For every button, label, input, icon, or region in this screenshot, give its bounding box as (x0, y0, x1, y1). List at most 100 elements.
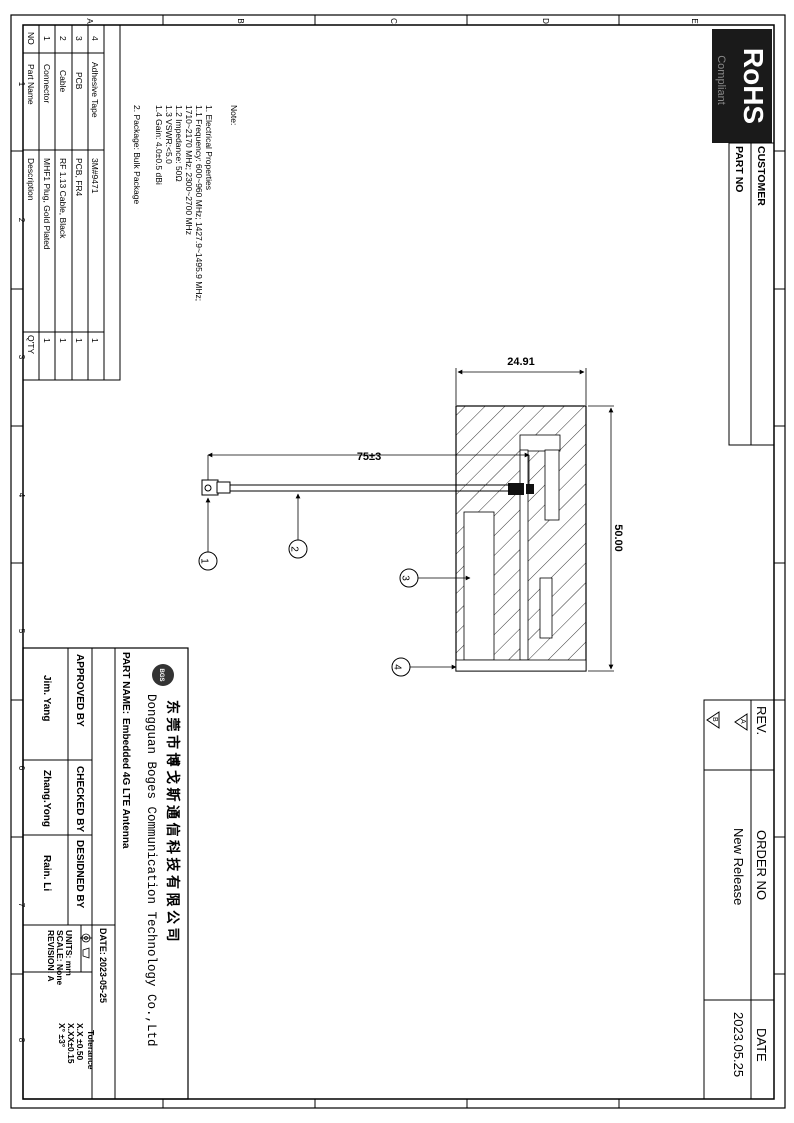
part-name-label: PART NAME: (120, 652, 131, 714)
bom-qty: 1 (42, 338, 52, 343)
tolerance-line: X° ±3° (57, 1023, 67, 1048)
rohs-logo: RoHS Compliant (712, 29, 772, 143)
bom-part: Cable (58, 70, 68, 92)
svg-text:BGS: BGS (158, 668, 164, 681)
zone-label-left: 4 (17, 493, 26, 498)
antenna-pcb (455, 405, 587, 672)
tolerance-title: Tolerance (86, 1030, 96, 1070)
bom-no: 2 (58, 36, 68, 41)
pcb-width-dimension: 24.91 (507, 356, 535, 368)
order-header: ORDER NO (754, 830, 769, 900)
zone-label-left: 8 (17, 1038, 26, 1043)
rev-triangle-b: B (706, 711, 720, 729)
note-line: 1.3 VSWR:<5.0 (164, 105, 174, 164)
zone-label-left: 5 (17, 629, 26, 634)
company-name-en: Dongguan Boges Communication Technology … (144, 694, 158, 1047)
zone-label-left: 2 (17, 218, 26, 223)
bom-header-no: NO (26, 32, 36, 45)
bom-no: 3 (74, 36, 84, 41)
rev-date-value: 2023.05.25 (731, 1012, 746, 1077)
bom-no: 1 (42, 36, 52, 41)
drawing-frame (10, 14, 786, 1109)
balloon-1: 1 (198, 551, 218, 571)
zone-label-top: A (85, 18, 94, 24)
bom-qty: 1 (74, 338, 84, 343)
bom-desc: 3M#9471 (90, 158, 100, 194)
note-line: 2. Package: Bulk Package (132, 105, 142, 205)
bom-table (22, 24, 121, 381)
rohs-title: RoHS (738, 48, 769, 124)
bom-header-qty: Q'TY (26, 335, 36, 354)
zone-label-top: B (236, 18, 245, 23)
mhf-connector (201, 455, 231, 496)
bom-qty: 1 (58, 338, 68, 343)
svg-text:4: 4 (391, 664, 402, 670)
revision-table (703, 699, 775, 1100)
svg-text:A: A (739, 719, 746, 724)
zone-labels: A B C D E 1 2 3 4 5 6 7 8 (17, 18, 699, 1043)
bom-header-part: Part Name (26, 64, 36, 105)
bom-part: Adhesive Tape (90, 62, 100, 118)
zone-label-left: 1 (17, 82, 26, 87)
customer-label: CUSTOMER (755, 146, 767, 206)
zone-label-left: 3 (17, 355, 26, 360)
note-line: 1.4 Gain: 4.0±0.5 dBi (154, 105, 164, 185)
zone-label-top: E (690, 18, 699, 23)
balloon-2: 2 (288, 539, 308, 559)
note-line: 1.2 Impedance: 50Ω (174, 105, 184, 182)
title-block (22, 647, 189, 1100)
bom-part: PCB (74, 72, 84, 90)
approved-label: APPROVED BY (74, 654, 85, 727)
bom-desc: MHF1 Plug, Gold Plated (42, 158, 52, 250)
bom-desc: PCB, FR4 (74, 158, 84, 197)
units-value: UNITS: mm (64, 930, 74, 976)
balloon-leaders (205, 493, 471, 670)
checked-label: CHECKED BY (74, 766, 85, 832)
company-logo: BGS (152, 664, 174, 686)
rev-header: REV. (754, 706, 769, 735)
rev-triangle-a: A (734, 713, 748, 731)
svg-text:2: 2 (288, 546, 299, 552)
balloon-4: 4 (391, 657, 411, 677)
notes-title: Note: (229, 105, 239, 125)
zone-label-left: 7 (17, 903, 26, 908)
company-name-cn: 东 莞 市 博 戈 斯 通 信 科 技 有 限 公 司 (164, 700, 181, 942)
bom-header-desc: Description (26, 158, 36, 201)
note-line: 1. Electrical Properties (204, 105, 214, 190)
notes-block: Note: 1. Electrical Properties 1.1 Frequ… (132, 105, 239, 301)
bom-no: 4 (90, 36, 100, 41)
svg-text:3: 3 (399, 575, 410, 581)
projection-symbol (80, 933, 92, 959)
designed-label: DESIDNED BY (74, 840, 85, 909)
date-header: DATE (754, 1028, 769, 1062)
customer-box (728, 142, 775, 446)
revision-value: REVISION: A (46, 930, 56, 982)
rf-cable (228, 484, 510, 492)
zone-label-top: C (389, 18, 398, 24)
bom-qty: 1 (90, 338, 100, 343)
pcb-length-dimension: 50.00 (612, 524, 624, 552)
rohs-subtitle: Compliant (715, 55, 727, 105)
scale-value: SCALE: None (55, 930, 65, 986)
bom-part: Connector (42, 64, 52, 103)
balloon-3: 3 (399, 568, 419, 588)
cable-length-dimension: 75±3 (357, 451, 381, 463)
part-no-label: PART NO (733, 146, 745, 192)
tolerance-line: X.X ±0.50 (75, 1023, 85, 1061)
tolerance-line: X.XX±0.15 (66, 1023, 76, 1064)
note-line: 1710~2170 MHz; 2300~2700 MHz (184, 105, 194, 235)
svg-text:1: 1 (198, 558, 209, 564)
part-name-value: Embedded 4G LTE Antenna (120, 718, 131, 849)
designed-name: Rain. Li (41, 855, 52, 891)
svg-text:B: B (711, 717, 718, 722)
approved-name: Jim. Yang (41, 675, 52, 722)
dimension-lines (207, 368, 614, 672)
note-line: 1.1 Frequency: 600~960 MHz; 1427.9~1495.… (194, 105, 204, 301)
checked-name: Zhang.Yong (41, 770, 52, 827)
date-value: 2023-05-25 (98, 957, 108, 1003)
bom-desc: RF 1.13 Cable, Black (58, 158, 68, 239)
zone-label-left: 6 (17, 766, 26, 771)
date-label: DATE: (98, 928, 108, 955)
order-no-value: New Release (731, 828, 746, 905)
